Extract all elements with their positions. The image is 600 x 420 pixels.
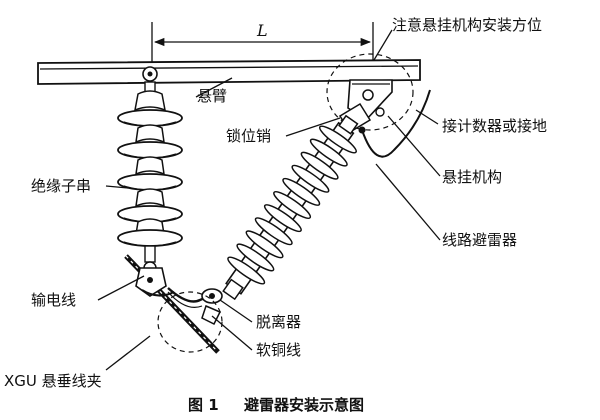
line-arrester [222,114,359,301]
ground-lead [358,89,431,158]
label-mounting-note: 注意悬挂机构安装方位 [392,16,542,34]
label-disconnector: 脱离器 [256,313,301,331]
label-arrester: 线路避雷器 [442,231,517,249]
label-counter-or-ground: 接计数器或接地 [442,117,547,135]
cross-arm [37,59,421,85]
disconnector [201,288,223,326]
label-copper-lead: 软铜线 [256,341,301,359]
figure-title: 避雷器安装示意图 [244,396,364,414]
arrester-sheds [227,125,357,285]
span-label: L [256,21,268,40]
insulator-attach-point [142,66,158,82]
label-arm: 悬臂 [197,87,227,105]
leader-lines [97,29,441,371]
label-conductor: 输电线 [31,291,76,309]
clamp-detail-circle [157,291,223,353]
insulator-string [117,81,183,275]
label-insulator-string: 绝缘子串 [31,177,91,195]
mechanism-detail-circle [326,53,414,131]
figure-number: 图 1 [188,396,219,414]
label-suspension-mechanism: 悬挂机构 [442,168,502,186]
suspension-clamp [135,267,175,297]
label-lock-pin: 锁位销 [226,127,271,145]
label-clamp: XGU 悬垂线夹 [4,372,102,390]
